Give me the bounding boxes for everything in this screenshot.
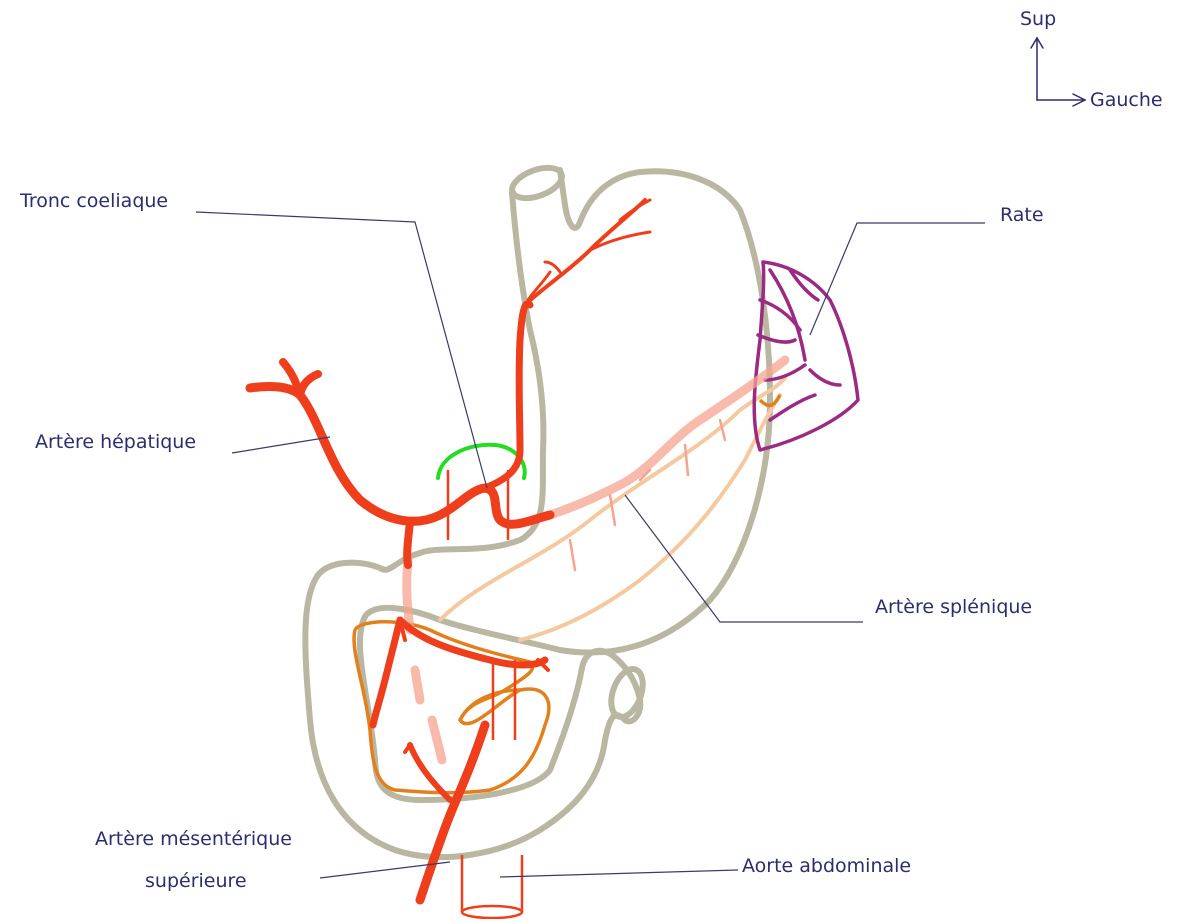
- label-artere-splenique: Artère splénique: [875, 598, 1032, 617]
- leader-aorte-abdominale: [500, 870, 738, 877]
- leader-artere-splenique: [625, 495, 863, 622]
- label-artere-mesenterique-line2: supérieure: [145, 872, 247, 891]
- leader-artere-hepatique: [232, 437, 330, 453]
- orientation-up-label: Sup: [1020, 10, 1056, 29]
- orientation-arrows: [1031, 38, 1085, 106]
- label-rate: Rate: [1000, 206, 1044, 225]
- label-artere-mesenterique-line1: Artère mésentérique: [95, 830, 292, 849]
- label-artere-hepatique: Artère hépatique: [35, 433, 196, 452]
- leader-tronc-coeliaque: [196, 212, 487, 488]
- label-aorte-abdominale: Aorte abdominale: [742, 857, 911, 876]
- orientation-right-label: Gauche: [1090, 91, 1163, 110]
- label-tronc-coeliaque: Tronc coeliaque: [20, 192, 168, 211]
